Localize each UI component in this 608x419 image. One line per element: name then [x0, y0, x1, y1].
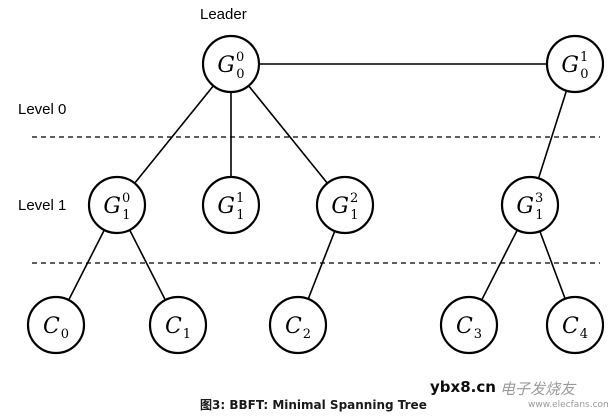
edge-G12-C2: [307, 230, 336, 300]
node-label-base: G: [217, 194, 235, 219]
node-label-subscript: 0: [580, 67, 588, 82]
node-G12: G2 1: [315, 175, 375, 235]
node-label-base: G: [217, 53, 235, 78]
edge-G13-C4: [539, 230, 566, 300]
figure-caption: 图3: BBFT: Minimal Spanning Tree: [200, 398, 427, 412]
node-label-subscript: 1: [183, 327, 191, 342]
node-circle: [26, 295, 86, 355]
node-circle: [201, 34, 261, 94]
node-label: G0 1: [103, 191, 130, 223]
watermark-url: www.elecfans.com: [528, 400, 608, 410]
node-label-superscript: 3: [535, 191, 543, 206]
node-C2: C2: [268, 295, 328, 355]
node-G13: G3 1: [500, 175, 560, 235]
edge-G10-C1: [128, 229, 167, 301]
node-label: C1: [165, 314, 191, 342]
node-label: G1 1: [217, 191, 244, 223]
node-circle: [500, 175, 560, 235]
node-label-base: G: [331, 194, 349, 219]
node-label-subscript: 1: [535, 208, 543, 223]
node-C4: C4: [545, 295, 605, 355]
node-C1: C1: [148, 295, 208, 355]
node-circle: [201, 175, 261, 235]
node-label-base: C: [285, 314, 302, 339]
node-label-base: C: [165, 314, 182, 339]
leader-label: Leader: [200, 6, 247, 23]
level-1-label: Level 1: [18, 197, 67, 214]
node-circle: [439, 295, 499, 355]
node-label-superscript: 1: [236, 191, 244, 206]
node-C3: C3: [439, 295, 499, 355]
node-G01: G1 0: [545, 34, 605, 94]
node-label: C2: [285, 314, 311, 342]
node-label: C0: [43, 314, 69, 342]
node-label: C4: [562, 314, 588, 342]
node-circle: [545, 34, 605, 94]
node-C0: C0: [26, 295, 86, 355]
node-circle: [87, 175, 147, 235]
node-circle: [545, 295, 605, 355]
node-G00: G0 0: [201, 34, 261, 94]
node-label-base: C: [562, 314, 579, 339]
node-label: G0 0: [217, 50, 244, 82]
node-label-subscript: 4: [580, 327, 588, 342]
node-label-superscript: 1: [580, 50, 588, 65]
node-label: G1 0: [561, 50, 588, 82]
edges: [67, 63, 568, 301]
node-label-base: G: [561, 53, 579, 78]
node-label: G2 1: [331, 191, 358, 223]
node-label-subscript: 3: [474, 327, 482, 342]
node-G10: G0 1: [87, 175, 147, 235]
node-label: G3 1: [516, 191, 543, 223]
node-label-superscript: 2: [350, 191, 358, 206]
node-circle: [148, 295, 208, 355]
edge-G01-G13: [537, 90, 568, 179]
node-circle: [268, 295, 328, 355]
node-label-subscript: 0: [236, 67, 244, 82]
node-circle: [315, 175, 375, 235]
level-dividers: [32, 136, 600, 264]
edge-G00-G10: [133, 85, 215, 184]
node-label-subscript: 1: [122, 208, 130, 223]
node-label-subscript: 2: [303, 327, 311, 342]
node-G11: G1 1: [201, 175, 261, 235]
node-label: C3: [456, 314, 482, 342]
edge-G10-C0: [67, 229, 106, 301]
level-0-label: Level 0: [18, 101, 67, 118]
node-label-base: G: [103, 194, 121, 219]
watermark-site: ybx8.cn: [430, 378, 496, 396]
watermark-brand: 电子发烧友: [500, 380, 576, 398]
node-label-base: C: [456, 314, 473, 339]
node-label-subscript: 1: [350, 208, 358, 223]
node-label-base: G: [516, 194, 534, 219]
edge-G13-C3: [480, 229, 519, 301]
node-label-subscript: 1: [236, 208, 244, 223]
node-label-subscript: 0: [61, 327, 69, 342]
edge-G00-G12: [247, 85, 329, 184]
node-label-superscript: 0: [122, 191, 130, 206]
node-label-superscript: 0: [236, 50, 244, 65]
node-label-base: C: [43, 314, 60, 339]
